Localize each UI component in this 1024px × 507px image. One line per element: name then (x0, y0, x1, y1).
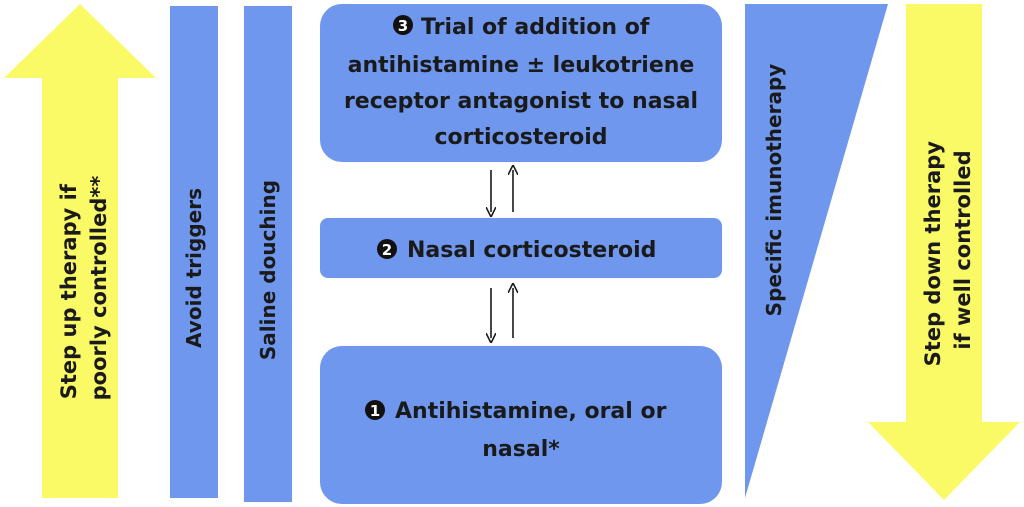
step1-line1: Antihistamine, oral or (395, 399, 667, 424)
saline-douching-label: Saline douching (256, 180, 280, 360)
avoid-triggers-rect (170, 6, 218, 498)
step1-line2: nasal* (482, 437, 560, 462)
step2-badge (377, 239, 397, 259)
step1-badge-number: 1 (370, 402, 380, 420)
connector-3-2 (491, 170, 513, 212)
step3-badge (393, 15, 413, 35)
connector-2-1 (491, 288, 513, 338)
step-up-line1: Step up therapy if (57, 183, 81, 399)
saline-douching-bar: Saline douching (244, 6, 292, 502)
avoid-triggers-label: Avoid triggers (182, 188, 206, 348)
step1-badge (365, 400, 385, 420)
step3-line4: corticosteroid (434, 125, 607, 150)
step-down-arrow-shape (868, 4, 1020, 500)
step-up-line2: poorly controlled** (87, 176, 111, 401)
step2-line1: Nasal corticosteroid (407, 238, 656, 263)
step-down-line2: if well controlled (951, 150, 975, 349)
step-down-line1: Step down therapy (921, 141, 945, 367)
step2-rect (320, 218, 722, 278)
step-up-arrow: Step up therapy if poorly controlled** (4, 4, 156, 498)
step3-line1: Trial of addition of (421, 15, 650, 40)
step2-box: 2 Nasal corticosteroid (320, 218, 722, 278)
step3-line2: antihistamine ± leukotriene (348, 53, 695, 78)
step-up-arrow-shape (4, 4, 156, 498)
step2-badge-number: 2 (382, 241, 392, 259)
step1-box: 1 Antihistamine, oral or nasal* (320, 346, 722, 504)
step3-box: 3 Trial of addition of antihistamine ± l… (320, 4, 722, 162)
specific-immunotherapy-wedge: Specific imunotherapy (745, 4, 888, 498)
step3-badge-number: 3 (398, 17, 408, 35)
saline-douching-rect (244, 6, 292, 502)
immunotherapy-wedge-shape (745, 4, 888, 498)
step3-line3: receptor antagonist to nasal (344, 89, 698, 114)
step3-rect (320, 4, 722, 162)
step-down-arrow: Step down therapy if well controlled (868, 4, 1020, 500)
step1-rect (320, 346, 722, 504)
specific-immunotherapy-label: Specific imunotherapy (762, 64, 786, 317)
step-down-label: Step down therapy if well controlled (921, 134, 975, 367)
avoid-triggers-bar: Avoid triggers (170, 6, 218, 498)
step-up-label: Step up therapy if poorly controlled** (57, 176, 111, 401)
